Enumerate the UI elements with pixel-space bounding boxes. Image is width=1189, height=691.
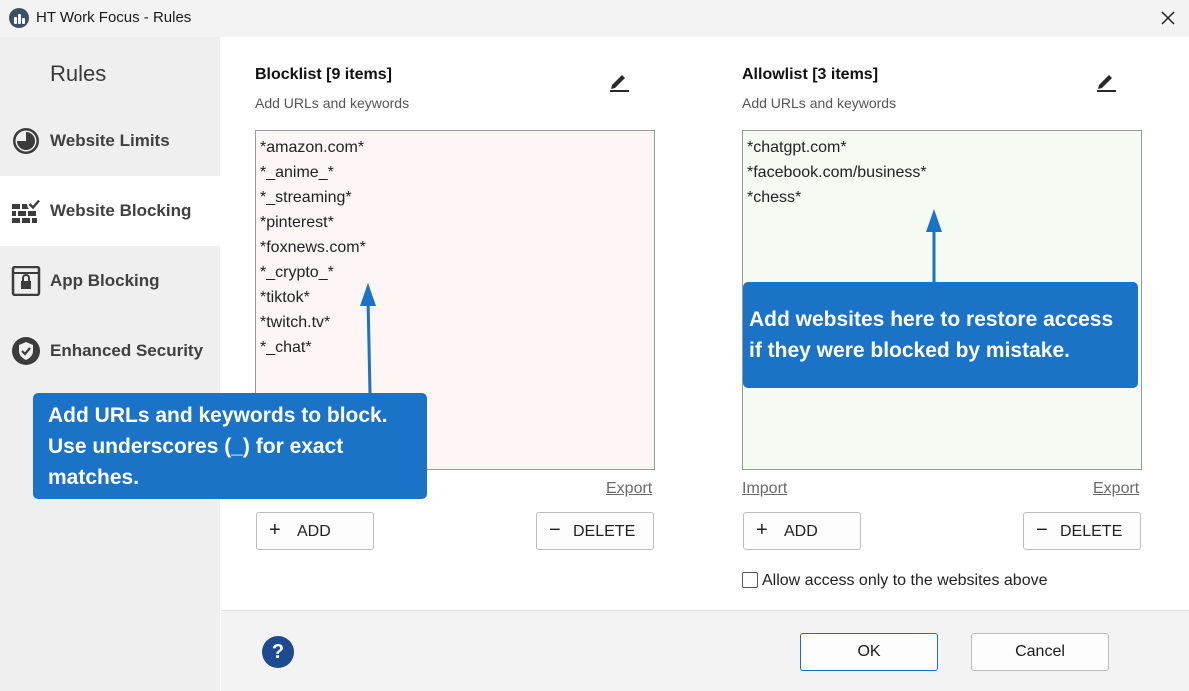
sidebar-item-website-blocking[interactable]: Website Blocking	[0, 176, 220, 246]
close-icon[interactable]	[1155, 5, 1181, 31]
blocklist-edit-icon[interactable]	[607, 69, 635, 97]
cancel-button[interactable]: Cancel	[971, 633, 1109, 671]
allowlist-delete-button[interactable]: − DELETE	[1023, 512, 1141, 550]
sidebar-item-label: Enhanced Security	[50, 341, 204, 360]
allowlist-add-button[interactable]: + ADD	[743, 512, 861, 550]
dialog-footer: ? OK Cancel	[221, 611, 1189, 691]
callout-line: Use underscores (_) for exact	[48, 435, 344, 458]
callout-line: if they were blocked by mistake.	[749, 339, 1070, 362]
allowlist-import-link[interactable]: Import	[742, 480, 788, 497]
app-logo-icon	[9, 8, 29, 28]
lock-window-icon	[11, 265, 41, 297]
blocklist-export-link[interactable]: Export	[606, 480, 653, 497]
blocklist-title: Blocklist [9 items]	[255, 66, 392, 83]
allowlist-title: Allowlist [3 items]	[742, 66, 879, 83]
clock-icon	[11, 126, 41, 156]
title-bar: HT Work Focus - Rules	[0, 0, 1189, 37]
sidebar: Rules Website Limits Website Blocking	[0, 37, 220, 691]
sidebar-item-website-limits[interactable]: Website Limits	[0, 106, 220, 176]
blocklist-entry: *_streaming*	[260, 189, 352, 206]
sidebar-item-enhanced-security[interactable]: Enhanced Security	[0, 316, 220, 386]
blocklist-entry: *twitch.tv*	[260, 314, 331, 331]
blocklist-entry: *_chat*	[260, 339, 312, 356]
firewall-check-icon	[11, 196, 41, 226]
sidebar-item-app-blocking[interactable]: App Blocking	[0, 246, 220, 316]
sidebar-item-label: Website Blocking	[50, 201, 192, 220]
sidebar-item-label: App Blocking	[50, 271, 160, 290]
callout-arrow-left	[360, 283, 376, 394]
allowlist-entry: *facebook.com/business*	[747, 164, 927, 181]
blocklist-entry: *pinterest*	[260, 214, 334, 231]
allowlist-export-link[interactable]: Export	[1093, 480, 1140, 497]
blocklist-entry: *_crypto_*	[260, 264, 334, 281]
callout-line: matches.	[48, 466, 140, 489]
sidebar-title: Rules	[50, 61, 107, 86]
sidebar-item-label: Website Limits	[50, 131, 170, 150]
blocklist-entry: *foxnews.com*	[260, 239, 366, 256]
allow-only-label[interactable]: Allow access only to the websites above	[762, 572, 1048, 589]
blocklist-entry: *tiktok*	[260, 289, 310, 306]
allowlist-entry: *chess*	[747, 189, 802, 206]
allowlist-edit-icon[interactable]	[1094, 69, 1122, 97]
callout-line: Add URLs and keywords to block.	[48, 404, 388, 427]
callout-arrow-right	[926, 209, 942, 283]
callout-allow-tip: Add websites here to restore access if t…	[743, 282, 1138, 388]
blocklist-entry: *_anime_*	[260, 164, 334, 181]
blocklist-entry: *amazon.com*	[260, 139, 365, 156]
allowlist-entry: *chatgpt.com*	[747, 139, 847, 156]
allow-only-checkbox[interactable]	[742, 572, 758, 588]
help-icon[interactable]: ?	[262, 636, 294, 668]
footer-divider	[221, 610, 1189, 611]
blocklist-delete-button[interactable]: − DELETE	[536, 512, 654, 550]
window-title: HT Work Focus - Rules	[36, 9, 192, 26]
shield-check-icon	[11, 336, 41, 366]
blocklist-add-button[interactable]: + ADD	[256, 512, 374, 550]
callout-block-tip: Add URLs and keywords to block. Use unde…	[33, 393, 427, 499]
callout-line: Add websites here to restore access	[749, 308, 1114, 331]
blocklist-subtitle: Add URLs and keywords	[255, 95, 410, 111]
ok-button[interactable]: OK	[800, 633, 938, 671]
allowlist-subtitle: Add URLs and keywords	[742, 95, 897, 111]
